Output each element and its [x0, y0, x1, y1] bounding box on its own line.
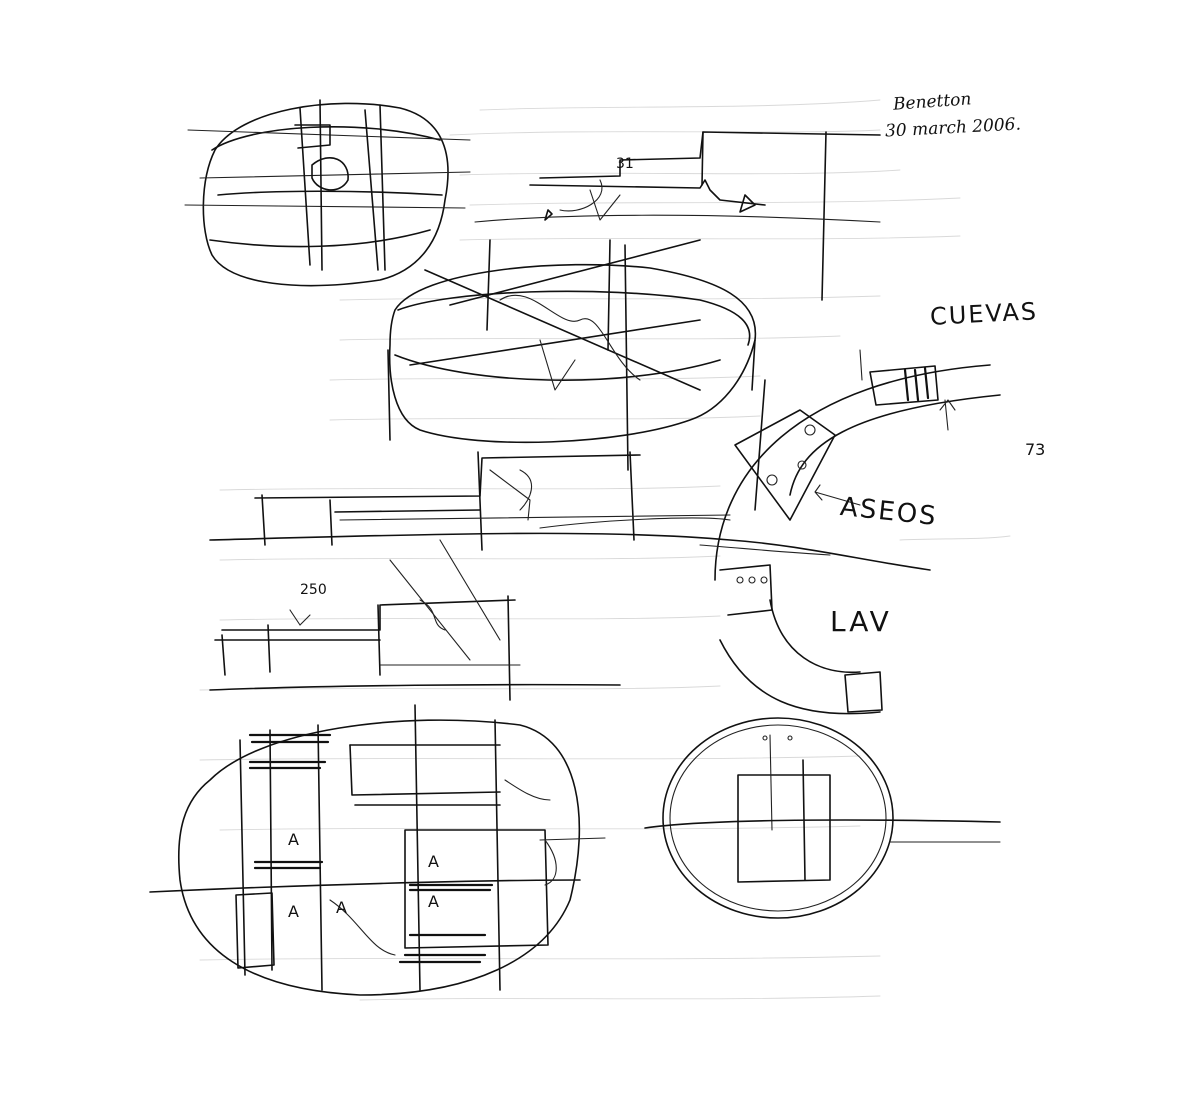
elevation-sketch-middle — [209, 451, 931, 571]
dimension-label-250: 250 — [300, 582, 327, 598]
label-cuevas: CUEVAS — [929, 297, 1039, 331]
room-mark-a: A — [288, 902, 299, 921]
label-lav: LAV — [830, 605, 892, 638]
section-sketch-top-center — [474, 131, 881, 301]
room-mark-a: A — [288, 830, 299, 849]
faint-background-text — [199, 99, 1011, 1001]
floor-plan-sketch-bottom-left — [149, 704, 606, 996]
section-sketch-lower-left — [209, 539, 621, 701]
ring-plan-sketch-right — [699, 349, 1001, 715]
circle-plan-sketch-bottom-right — [644, 717, 1001, 919]
page-number: 73 — [1025, 440, 1046, 459]
dimension-label-31: 31 — [616, 156, 634, 172]
cylinder-sketch-middle — [387, 239, 757, 471]
room-mark-a: A — [428, 892, 439, 911]
room-mark-a: A — [336, 898, 347, 917]
cylinder-sketch-top-left — [184, 99, 471, 287]
room-mark-a: A — [428, 852, 439, 871]
